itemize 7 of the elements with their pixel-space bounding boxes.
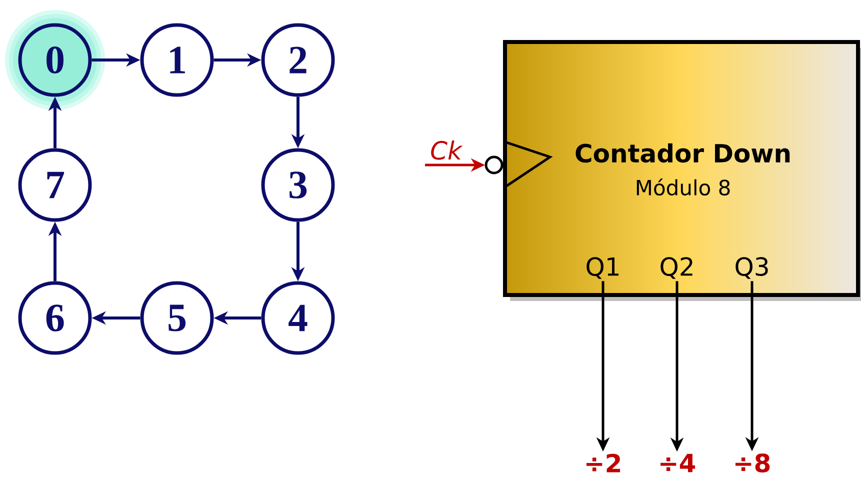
output-pin-label: Q2 — [660, 257, 692, 279]
divider-label: ÷2 — [586, 454, 620, 472]
output-pin-label: Q1 — [586, 257, 618, 279]
divider-label: ÷8 — [736, 454, 770, 472]
output-pin-label: Q3 — [736, 257, 768, 279]
divider-label: ÷4 — [660, 454, 696, 472]
edge-label: Ck — [431, 140, 463, 160]
